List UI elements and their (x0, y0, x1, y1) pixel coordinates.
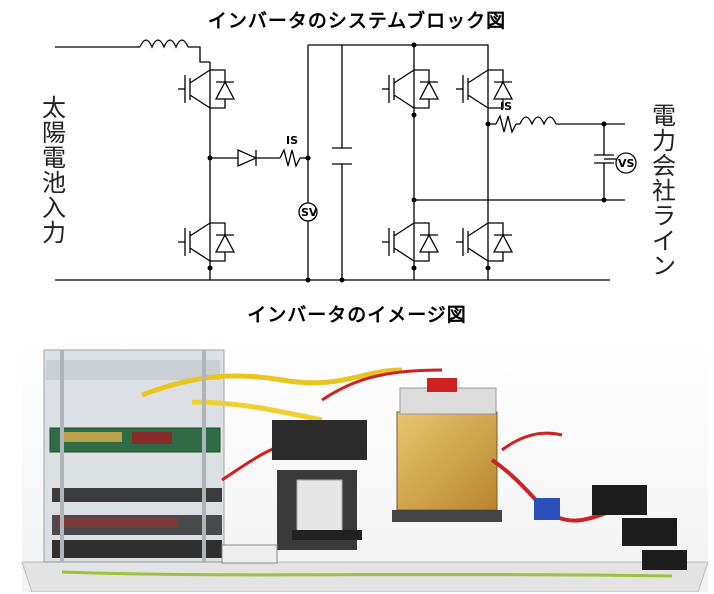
image-title: インバータのイメージ図 (247, 304, 467, 326)
current-sensor-1-label: IS (286, 134, 298, 147)
output-filter: VS (414, 114, 637, 203)
voltage-meter-dc-label: SV (301, 206, 318, 219)
boost-igbt-bottom (178, 222, 236, 262)
h-bridge (382, 42, 514, 280)
output-inductor (519, 116, 557, 126)
solar-input-label: 太陽電池入力 (42, 94, 66, 247)
boost-igbt-top (178, 69, 236, 109)
current-sensor-2-label: IS (500, 100, 512, 113)
dc-bus: SV (298, 44, 414, 283)
series-diode (237, 148, 308, 168)
input-inductor (139, 39, 189, 49)
current-sensor-2-coil (495, 114, 517, 134)
block-diagram-title: インバータのシステムブロック図 (207, 10, 507, 32)
grid-line-label: 電力会社ライン (652, 102, 676, 280)
voltage-meter-grid-label: VS (618, 157, 635, 170)
inverter-hardware-photo (22, 340, 708, 592)
current-sensor-1-coil (279, 148, 301, 168)
boost-stage (55, 39, 610, 281)
inverter-block-diagram: IS SV (55, 39, 637, 283)
